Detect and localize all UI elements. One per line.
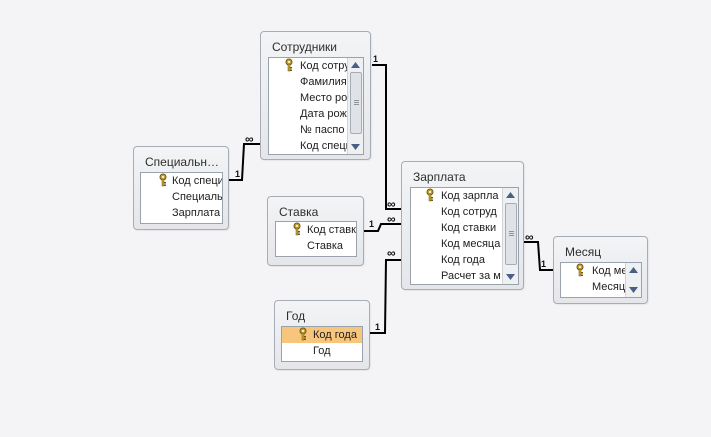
field-list[interactable]: Код специ Специальн Зарплата (140, 172, 223, 224)
field-row[interactable]: Код специ (172, 175, 222, 187)
field-row[interactable]: Код сотру (300, 60, 348, 72)
thumb-grip (354, 102, 359, 103)
relation-one-label: 1 (369, 219, 375, 229)
relation-line-sotrudniki-zarplata (372, 64, 401, 210)
scroll-down-icon[interactable] (348, 140, 363, 154)
field-list[interactable]: Код сотру Фамилия Место ро Дата рож № па… (268, 57, 364, 155)
field-row[interactable]: Расчет за м (441, 270, 501, 282)
field-list[interactable]: Код года Год (281, 326, 363, 362)
relation-one-label: 1 (373, 54, 379, 64)
vertical-scrollbar[interactable] (347, 58, 363, 154)
table-title[interactable]: Сотрудники (272, 40, 337, 54)
relation-many-label: ∞ (387, 212, 395, 226)
field-list[interactable]: Код ставк Ставка (275, 221, 357, 257)
thumb-grip (509, 233, 514, 234)
field-row[interactable]: Код сотруд (441, 206, 497, 218)
relation-line-zarplata-mesyac (523, 241, 553, 271)
field-row[interactable]: Код зарпла (441, 190, 499, 202)
relation-many-label: ∞ (387, 246, 395, 260)
key-icon (576, 263, 584, 277)
field-list[interactable]: Код ме Месяц (560, 262, 642, 298)
thumb-grip (509, 235, 514, 236)
scroll-up-icon[interactable] (503, 188, 518, 202)
relation-many-label: ∞ (245, 132, 253, 146)
field-row[interactable]: Фамилия (300, 76, 347, 88)
relation-one-label: 1 (541, 259, 547, 269)
scroll-up-icon[interactable] (348, 58, 363, 72)
field-row[interactable]: Код месяца (441, 238, 501, 250)
field-row[interactable]: Код ставк (307, 224, 356, 236)
relation-many-label: ∞ (387, 197, 395, 211)
key-icon (426, 188, 434, 202)
relation-many-label: ∞ (525, 230, 533, 244)
thumb-grip (354, 104, 359, 105)
scroll-up-icon[interactable] (626, 263, 641, 277)
field-row[interactable]: Код года (441, 254, 485, 266)
scrollbar-thumb[interactable] (505, 203, 517, 265)
table-mesyac[interactable]: Месяц Код ме Месяц (553, 236, 648, 304)
table-title[interactable]: Специальн… (145, 155, 219, 169)
scrollbar-thumb[interactable] (350, 72, 362, 134)
thumb-grip (354, 100, 359, 101)
vertical-scrollbar[interactable] (625, 263, 641, 297)
field-row[interactable]: Место ро (300, 92, 348, 104)
key-icon (159, 173, 167, 187)
relation-line-specialnosti-sotrudniki (228, 143, 260, 181)
field-row[interactable]: Дата рож (300, 108, 347, 120)
relation-one-label: 1 (375, 322, 381, 332)
table-title[interactable]: Год (286, 309, 306, 323)
field-row[interactable]: Код специ (300, 140, 348, 152)
relation-line-stavka-zarplata (363, 223, 401, 232)
field-row[interactable]: Ставка (307, 240, 343, 252)
field-row[interactable]: Код ме (592, 265, 626, 277)
field-row[interactable]: Месяц (592, 281, 626, 293)
field-row-selected[interactable]: Код года (282, 327, 362, 343)
table-title[interactable]: Ставка (279, 205, 319, 219)
relation-one-label: 1 (235, 169, 241, 179)
table-stavka[interactable]: Ставка Код ставк Ставка (267, 196, 364, 266)
thumb-grip (509, 231, 514, 232)
relation-line-god-zarplata (370, 259, 401, 334)
field-row[interactable]: Зарплата (172, 207, 221, 219)
field-list[interactable]: Код зарпла Код сотруд Код ставки Код мес… (410, 187, 519, 285)
scroll-down-icon[interactable] (626, 283, 641, 297)
table-zarplata[interactable]: Зарплата Код зарпла Код сотруд Код ставк… (401, 161, 524, 290)
table-title[interactable]: Зарплата (413, 170, 466, 184)
field-row[interactable]: № паспо (300, 124, 345, 136)
vertical-scrollbar[interactable] (502, 188, 518, 284)
key-icon (293, 222, 301, 236)
key-icon (285, 58, 293, 72)
table-title[interactable]: Месяц (565, 245, 602, 259)
table-sotrudniki[interactable]: Сотрудники Код сотру Фамилия Место ро Да… (260, 31, 371, 160)
field-row[interactable]: Код ставки (441, 222, 497, 234)
key-icon (299, 327, 307, 341)
field-row[interactable]: Специальн (172, 191, 222, 203)
scroll-down-icon[interactable] (503, 270, 518, 284)
table-god[interactable]: Год Код года Год (274, 300, 370, 370)
table-specialnosti[interactable]: Специальн… Код специ Специальн Зарплата (133, 146, 229, 230)
field-row[interactable]: Год (313, 345, 331, 357)
